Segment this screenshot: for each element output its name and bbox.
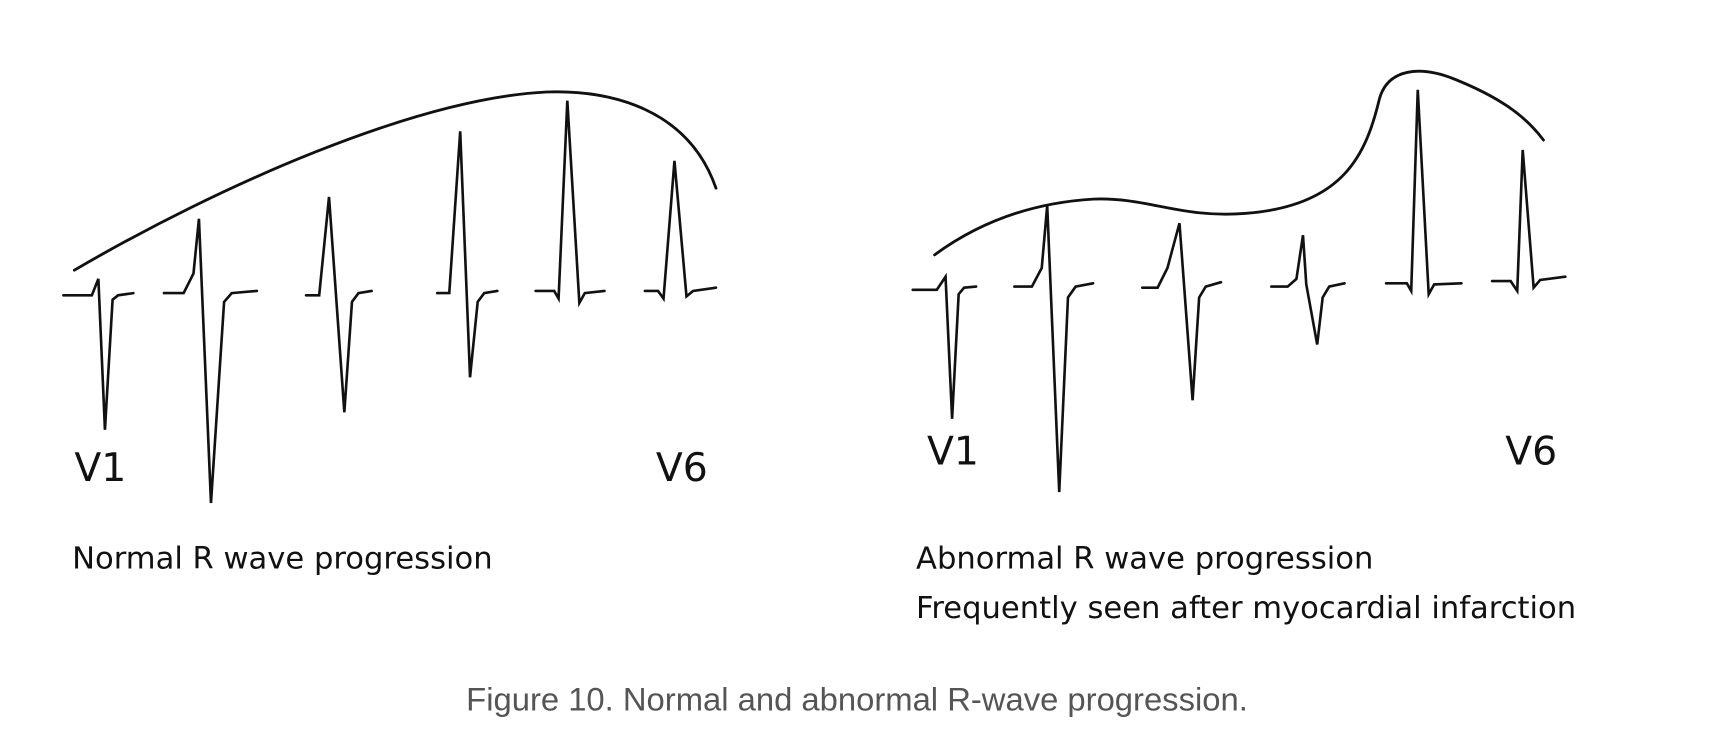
abnormal-envelope-curve (933, 69, 1545, 257)
complex-v2 (162, 218, 259, 504)
abnormal-panel: V1 V6 Abnormal R wave progression Freque… (911, 69, 1576, 626)
complex-v1 (911, 272, 978, 419)
complex-v3 (304, 196, 373, 413)
complex-v1 (62, 278, 135, 430)
normal-panel-title: Normal R wave progression (72, 542, 492, 577)
complex-v6 (1490, 149, 1567, 296)
complex-v5 (534, 100, 606, 308)
complex-v4 (1269, 234, 1346, 345)
lead-label-v1: V1 (927, 429, 979, 475)
complex-v2 (1013, 205, 1095, 493)
normal-envelope-curve (72, 90, 718, 272)
lead-label-v6: V6 (656, 445, 708, 491)
complex-v5 (1384, 89, 1463, 299)
lead-label-v1: V1 (74, 445, 126, 491)
figure-caption: Figure 10. Normal and abnormal R-wave pr… (466, 681, 1248, 718)
lead-label-v6: V6 (1505, 429, 1557, 475)
complex-v4 (435, 131, 499, 378)
complex-v6 (643, 160, 718, 303)
abnormal-panel-subtitle: Frequently seen after myocardial infarct… (916, 591, 1576, 626)
complex-v3 (1140, 222, 1223, 401)
normal-panel: V1 V6 Normal R wave progression (62, 90, 718, 577)
abnormal-panel-title: Abnormal R wave progression (916, 542, 1373, 577)
